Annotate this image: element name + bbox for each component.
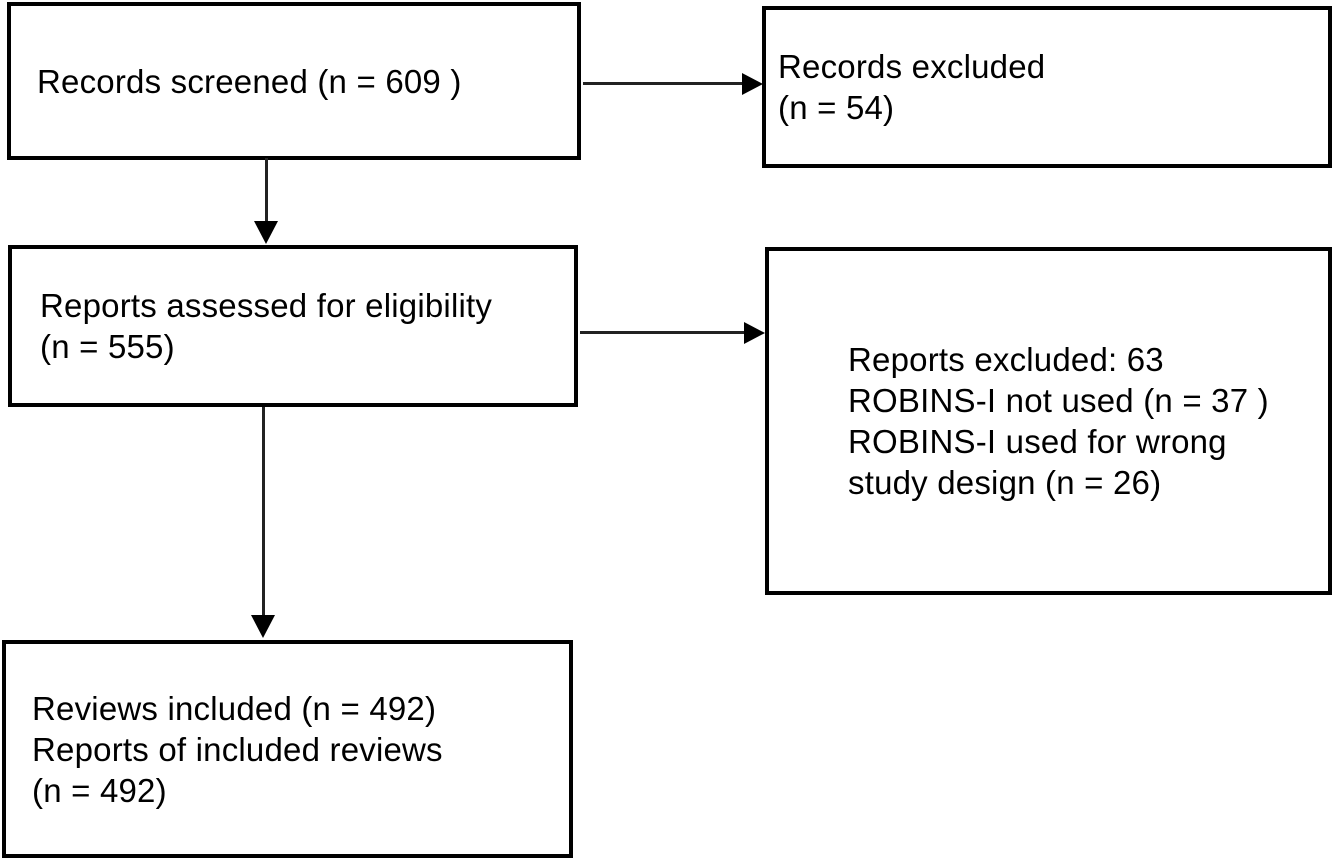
box-line: study design (n = 26): [848, 464, 1162, 501]
arrow-down-icon: [251, 615, 275, 638]
box-reports-assessed-for-eligibility: Reports assessed for eligibility (n = 55…: [8, 245, 578, 407]
box-reports-excluded: Reports excluded: 63 ROBINS-I not used (…: [765, 247, 1332, 595]
arrow-line: [265, 158, 268, 224]
box-reviews-included: Reviews included (n = 492) Reports of in…: [2, 640, 573, 858]
box-line: Records excluded: [778, 48, 1046, 85]
box-line: (n = 492): [32, 771, 167, 809]
box-line: Reports assessed for eligibility: [40, 287, 493, 324]
box-line: Reports excluded: 63: [848, 341, 1164, 378]
box-line: (n = 555): [40, 328, 175, 365]
arrow-down-icon: [254, 221, 278, 244]
box-line: (n = 54): [778, 89, 895, 126]
box-line: Reports of included reviews: [32, 730, 443, 768]
box-records-excluded: Records excluded (n = 54): [762, 6, 1332, 168]
arrow-line: [262, 407, 265, 617]
arrow-right-icon: [742, 73, 763, 95]
arrow-line: [580, 331, 745, 334]
box-line: ROBINS-I not used (n = 37 ): [848, 382, 1269, 419]
box-line: Reviews included (n = 492): [32, 689, 437, 727]
box-line: Records screened (n = 609 ): [37, 62, 462, 100]
arrow-right-icon: [744, 322, 765, 344]
box-line: ROBINS-I used for wrong: [848, 423, 1227, 460]
box-records-screened: Records screened (n = 609 ): [7, 2, 581, 160]
arrow-line: [583, 82, 744, 85]
